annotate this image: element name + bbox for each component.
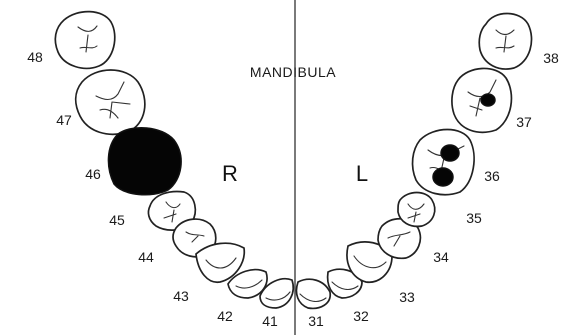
tooth-number-34: 34	[433, 250, 449, 264]
decay-spot-37	[481, 94, 495, 106]
tooth-37[interactable]	[452, 68, 512, 132]
tooth-48[interactable]	[55, 12, 114, 69]
decay-spot-36a	[441, 145, 459, 161]
tooth-35[interactable]	[398, 193, 435, 227]
tooth-number-43: 43	[173, 289, 189, 303]
tooth-number-46: 46	[85, 167, 101, 181]
tooth-number-45: 45	[109, 213, 125, 227]
tooth-number-41: 41	[262, 314, 278, 328]
tooth-47[interactable]	[76, 70, 145, 134]
tooth-number-33: 33	[399, 290, 415, 304]
side-right-label: R	[222, 163, 238, 185]
chart-title: MANDIBULA	[250, 65, 336, 79]
tooth-number-37: 37	[516, 115, 532, 129]
tooth-31[interactable]	[296, 279, 330, 308]
tooth-number-35: 35	[466, 211, 482, 225]
tooth-number-44: 44	[138, 250, 154, 264]
side-left-label: L	[356, 163, 368, 185]
tooth-36[interactable]	[413, 130, 475, 195]
decay-spot-36b	[433, 168, 453, 186]
tooth-number-31: 31	[308, 314, 324, 328]
tooth-number-47: 47	[56, 113, 72, 127]
tooth-number-42: 42	[217, 309, 233, 323]
tooth-number-38: 38	[543, 51, 559, 65]
tooth-number-32: 32	[353, 309, 369, 323]
tooth-number-36: 36	[484, 169, 500, 183]
tooth-number-48: 48	[27, 50, 43, 64]
tooth-38[interactable]	[479, 14, 531, 70]
tooth-46[interactable]	[108, 128, 181, 195]
